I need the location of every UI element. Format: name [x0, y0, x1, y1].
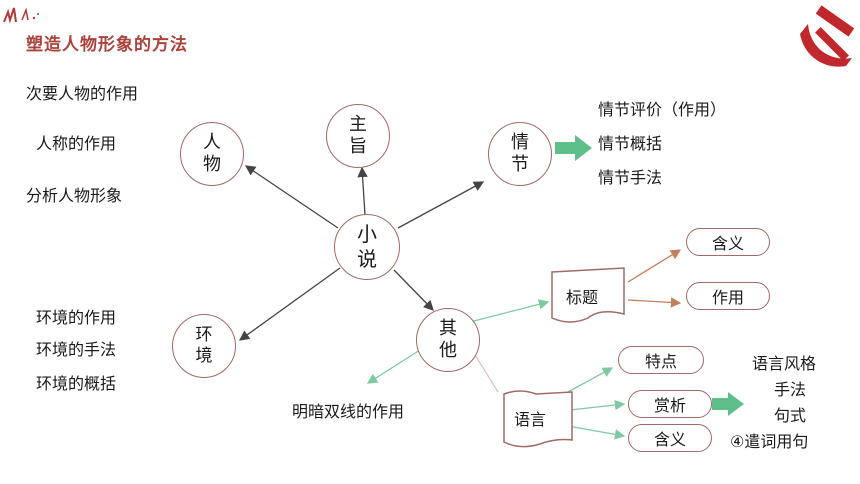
- arrow-to-qingjie: [397, 181, 485, 229]
- page-title: 塑造人物形象的方法: [26, 35, 188, 55]
- env-item: 环境的作用: [36, 308, 117, 327]
- arrow-to-zhuzhi: [357, 166, 368, 216]
- node-yuyan-label: 语言: [514, 410, 547, 429]
- other-item: 明暗双线的作用: [292, 402, 405, 421]
- env-item: 环境的概括: [36, 374, 117, 393]
- title-item-hanyi: 含义: [686, 228, 770, 256]
- yuyan-scroll-shape: [503, 390, 573, 448]
- lang-item-tedian: 特点: [618, 346, 704, 374]
- node-center-xiaoshuo: 小说: [334, 214, 400, 280]
- plot-item: 情节评价（作用）: [598, 100, 727, 119]
- arrow-to-other-item: [366, 349, 421, 384]
- green-arrows: [366, 299, 626, 440]
- person-item: 次要人物的作用: [26, 84, 139, 103]
- hammer-sickle-emblem-icon: [800, 5, 855, 67]
- arrow-to-tedian: [567, 367, 614, 393]
- arrow-to-biaoti: [469, 299, 550, 323]
- biaoti-scroll-shape: [551, 267, 625, 323]
- appreciation-item: 语言风格: [752, 354, 817, 373]
- appreciation-item: 手法: [774, 380, 807, 399]
- node-biaoti-label: 标题: [566, 288, 599, 307]
- arrow-to-qita: [393, 269, 434, 311]
- arrow-to-zuoyong: [627, 297, 682, 308]
- appreciation-item: ④遣词用句: [730, 432, 809, 451]
- arrow-to-hanyi2: [567, 425, 626, 440]
- node-qingjie: 情节: [488, 122, 552, 186]
- arrow-to-huanjing: [238, 267, 341, 341]
- person-item: 分析人物形象: [26, 186, 123, 205]
- appreciation-item: 句式: [774, 406, 807, 425]
- node-renwu: 人物: [180, 122, 244, 186]
- decorative-mark-icon: [3, 7, 39, 24]
- node-qita: 其他: [416, 308, 480, 372]
- title-item-zuoyong: 作用: [686, 282, 770, 310]
- brown-arrows: [627, 249, 682, 308]
- arrow-to-shangxi: [569, 399, 626, 411]
- center-arrows: [238, 165, 485, 341]
- node-huanjing: 环境: [172, 314, 236, 378]
- lang-item-hanyi: 含义: [628, 424, 712, 452]
- env-item: 环境的手法: [36, 340, 117, 359]
- node-zhuzhi: 主旨: [326, 104, 390, 168]
- plot-green-arrow-icon: [555, 135, 592, 161]
- arrow-to-renwu: [244, 165, 339, 229]
- plot-item: 情节概括: [598, 134, 663, 153]
- line-to-yuyan: [471, 349, 499, 393]
- lang-item-shangxi: 赏析: [628, 390, 712, 418]
- person-item: 人称的作用: [36, 134, 117, 153]
- arrow-to-hanyi1: [627, 249, 682, 283]
- plot-item: 情节手法: [598, 168, 663, 187]
- appreciation-green-arrow-icon: [712, 392, 744, 416]
